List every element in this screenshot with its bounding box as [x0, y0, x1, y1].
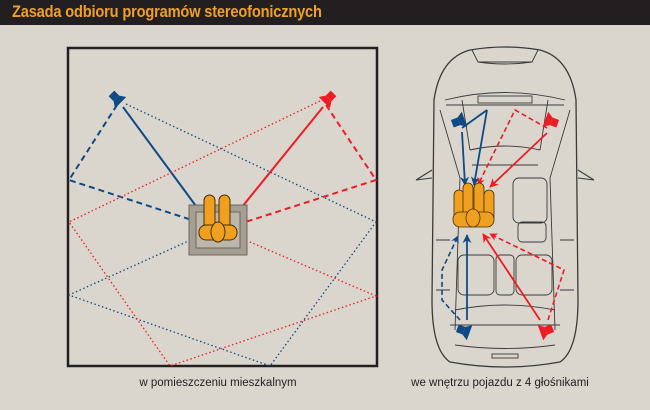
- room-caption: w pomieszczeniu mieszkalnym: [139, 377, 297, 389]
- speaker-left-icon: [108, 90, 127, 109]
- car-speaker-rear-left-icon: [455, 324, 473, 341]
- direct-path-right: [232, 106, 324, 219]
- speaker-right-icon: [318, 90, 337, 109]
- room-outline: [66, 46, 379, 368]
- car-listener-icon: [452, 182, 495, 228]
- car-speaker-rear-right-icon: [537, 324, 555, 341]
- car-body-outline: [431, 46, 579, 368]
- car-speaker-front-left-icon: [450, 111, 468, 128]
- mirrors: [415, 169, 595, 181]
- reflection-paths-blue: [67, 103, 377, 367]
- room-diagram: [66, 46, 379, 368]
- reflection-paths-red: [68, 100, 378, 367]
- car-speaker-front-right-icon: [542, 111, 560, 128]
- car-caption: we wnętrzu pojazdu z 4 głośnikami: [411, 377, 589, 389]
- car-diagram: [415, 46, 595, 368]
- header-bar: Zasada odbioru programów stereofonicznyc…: [0, 0, 650, 25]
- car-sound-paths: [441, 108, 565, 321]
- listener-seat-icon: [188, 194, 248, 256]
- page-title: Zasada odbioru programów stereofonicznyc…: [12, 2, 322, 21]
- direct-path-left: [122, 106, 208, 222]
